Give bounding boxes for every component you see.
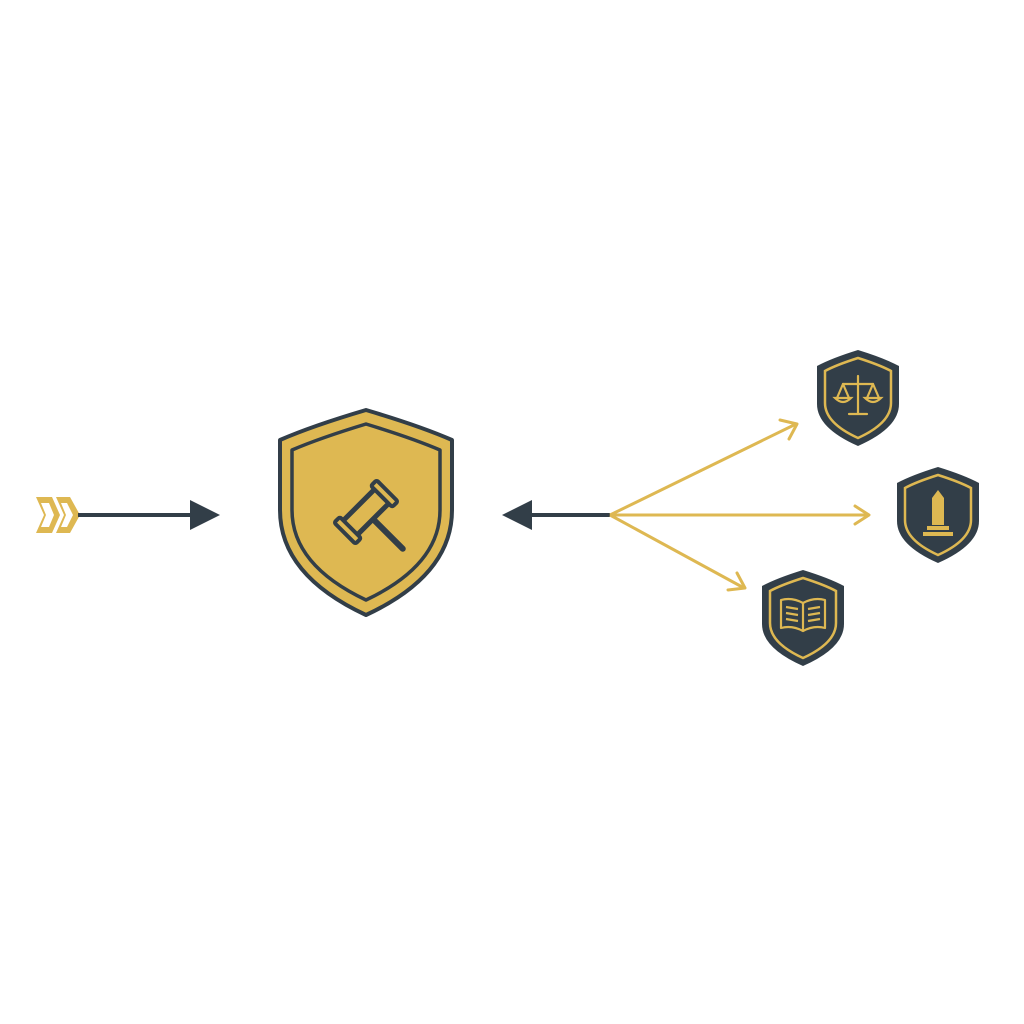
double-chevron-right-icon	[36, 497, 80, 533]
arrow-input-to-shield	[78, 500, 220, 530]
obelisk-monument-icon	[923, 490, 953, 536]
shield-justice	[817, 350, 899, 446]
open-book-icon	[779, 597, 827, 633]
shield-law-book	[762, 570, 844, 666]
scales-of-justice-icon	[832, 374, 884, 416]
branch-arrow-to-monument	[610, 504, 871, 526]
shield-monument	[897, 467, 979, 563]
central-shield	[278, 408, 454, 617]
gavel-icon	[333, 479, 406, 552]
branch-arrow-to-law-book	[609, 513, 747, 592]
branch-arrow-to-justice	[609, 418, 799, 517]
arrow-hub-to-shield	[502, 500, 610, 530]
